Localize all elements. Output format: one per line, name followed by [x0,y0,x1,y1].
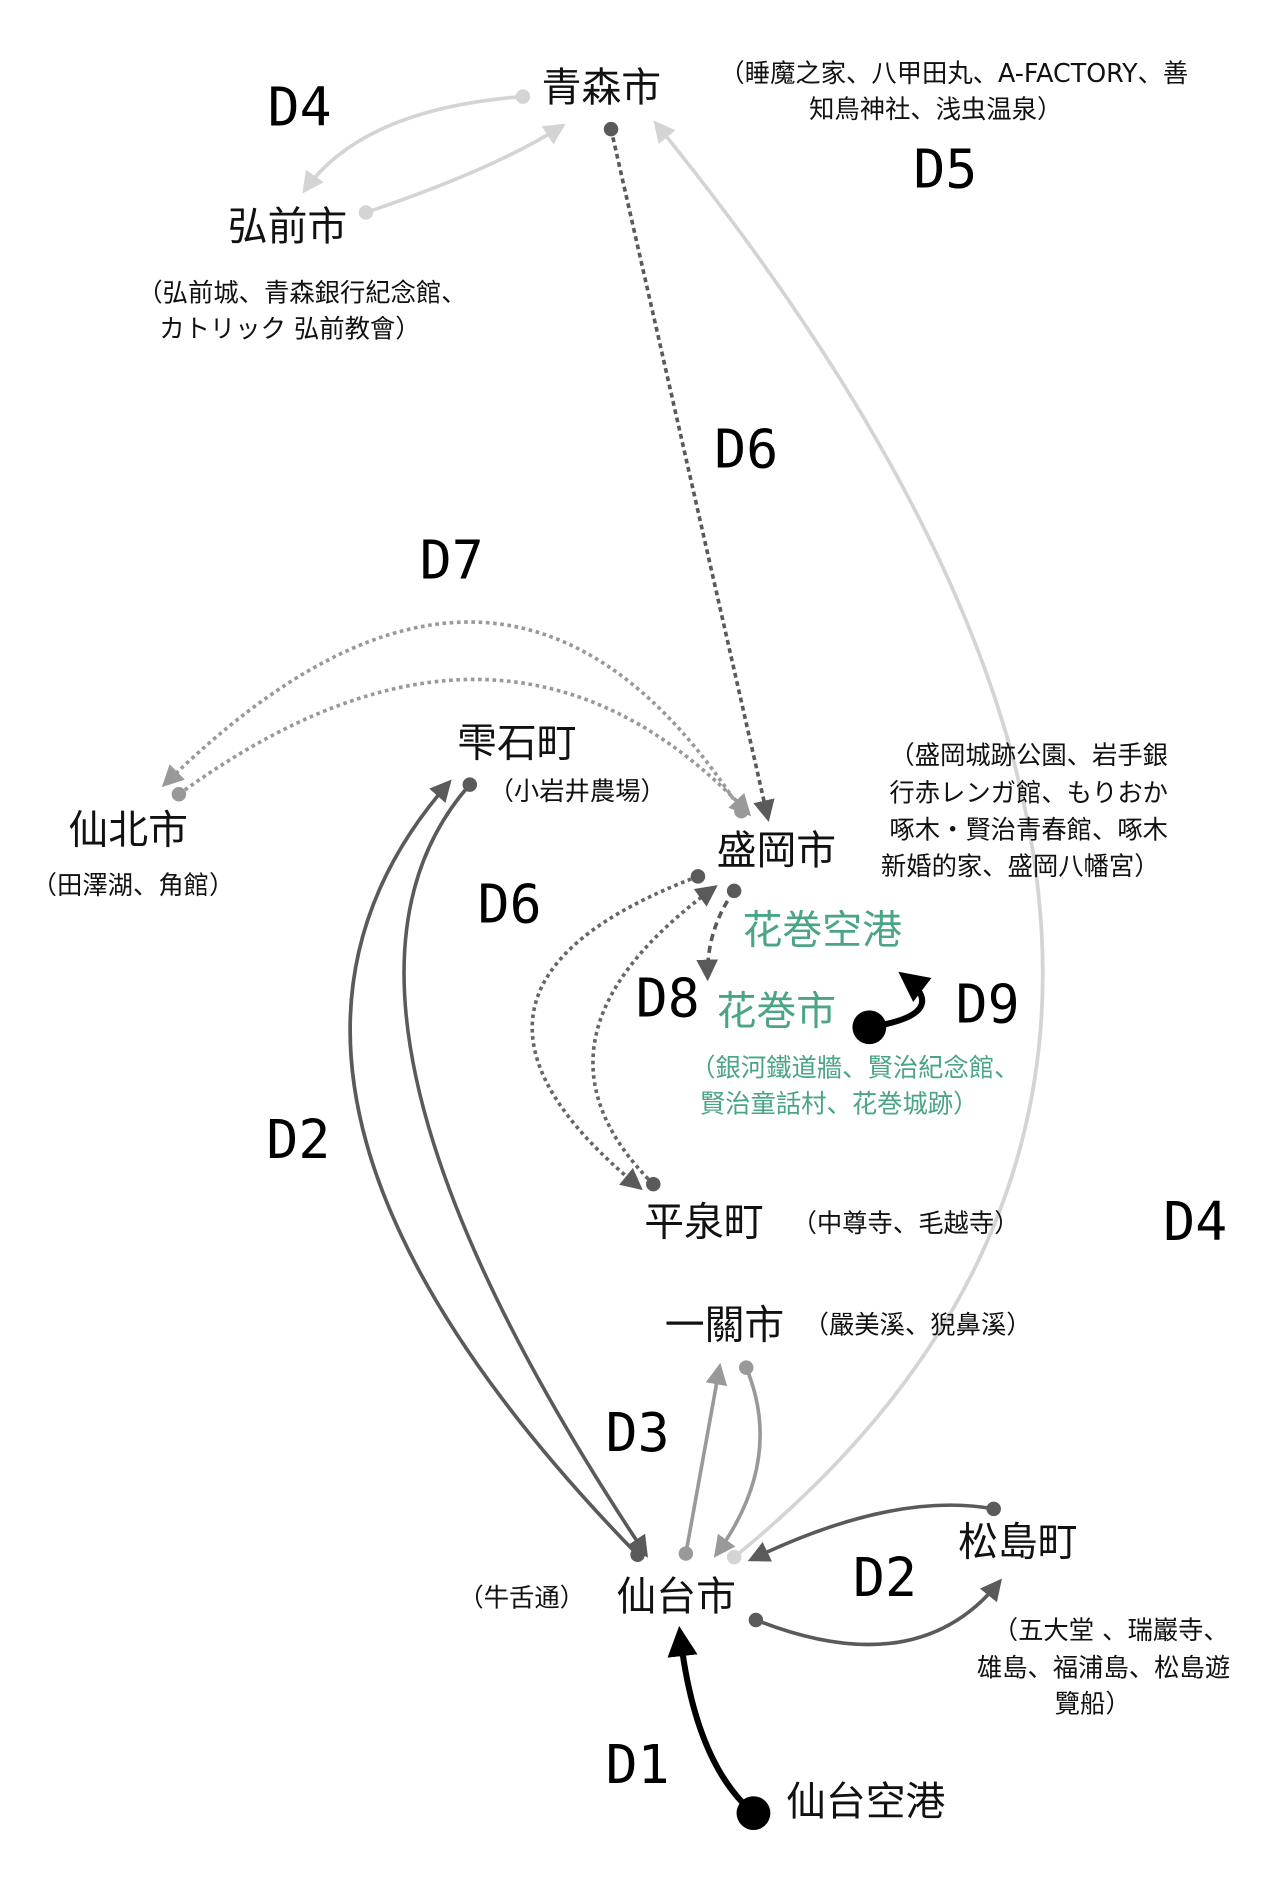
note-ichinoseki: （嚴美溪、猊鼻溪） [804,1310,1032,1340]
city-hanamaki: 花巻市 [717,988,836,1034]
day-label-d2-right: D2 [853,1547,917,1609]
edge-morioka-hanamaki [696,889,736,982]
note-senboku: （田澤湖、角館） [32,870,235,900]
edge-sendai-aomori [653,120,1045,1559]
day-label-d3: D3 [606,1402,670,1464]
day-label-d1: D1 [606,1734,670,1796]
note-shizukuishi: （小岩井農場） [489,776,666,806]
city-hirosaki: 弘前市 [228,204,347,250]
note-morioka-1: （盛岡城跡公園、岩手銀 [889,740,1168,770]
city-ichinoseki: 一關市 [665,1302,784,1348]
day-label-d6-mid: D6 [478,873,542,935]
city-matsushima: 松島町 [958,1520,1077,1566]
edge-aomori-hirosaki [302,94,524,194]
note-matsushima-1: （五大堂 、瑞巖寺、 [993,1615,1229,1645]
day-label-d4-right: D4 [1163,1191,1227,1253]
edge-ichinoseki-sendai [713,1366,762,1558]
edge-matsushima-sendai [747,1503,995,1562]
city-shizukuishi: 雫石町 [457,720,576,766]
edge-shizukuishi-sendai [402,783,649,1558]
edge-hiraizumi-morioka [591,885,718,1186]
note-aomori-2: 知鳥神社、浅虫温泉） [809,94,1062,124]
edge-sendai-matsushima [755,1578,1002,1647]
note-morioka-4: 新婚的家、盛岡八幡宮） [881,851,1160,881]
note-hirosaki-1: （弘前城、青森銀行紀念館、 [137,278,466,308]
edge-sendai-shizukuishi [348,779,639,1557]
day-label-d6: D6 [714,418,778,480]
edge-senboku-morioka [177,677,752,817]
note-sendai: （牛舌通） [458,1582,585,1612]
city-sendai: 仙台市 [616,1574,735,1620]
edge-hirosaki-aomori [365,123,566,215]
day-label-d7: D7 [420,529,484,591]
note-matsushima-3: 覽船） [1055,1689,1131,1719]
day-label-d8: D8 [636,968,700,1030]
edge-morioka-senboku [161,620,743,813]
note-morioka-3: 啄木・賢治青春館、啄木 [889,815,1168,845]
note-aomori-1: （睡魔之家、八甲田丸、A-FACTORY、善 [719,58,1188,88]
city-senboku: 仙北市 [68,807,187,853]
city-hanamaki-airport: 花巻空港 [743,908,902,954]
note-morioka-2: 行赤レンガ館、もりおか [889,777,1168,807]
edge-sendai-ichinoseki [684,1362,728,1554]
city-aomori: 青森市 [542,65,661,111]
day-label-d4: D4 [268,77,332,139]
note-hanamaki-1: （銀河鐵道牆、賢治紀念館、 [690,1053,1019,1083]
route-edges [161,94,1045,1816]
day-label-d9: D9 [956,974,1020,1036]
city-hiraizumi: 平泉町 [644,1200,763,1246]
route-dots [171,89,1001,1830]
note-matsushima-2: 雄島、福浦島、松島遊 [977,1652,1230,1682]
day-label-d2: D2 [266,1109,330,1171]
city-morioka: 盛岡市 [717,828,836,874]
day-label-d5: D5 [913,138,977,200]
city-sendai-airport: 仙台空港 [786,1779,945,1825]
note-hanamaki-2: 賢治童話村、花巻城跡） [700,1089,979,1119]
note-hirosaki-2: カトリック 弘前教會） [159,314,420,344]
note-hiraizumi: （中尊寺、毛越寺） [792,1208,1020,1238]
edge-airport-sendai [667,1626,756,1816]
